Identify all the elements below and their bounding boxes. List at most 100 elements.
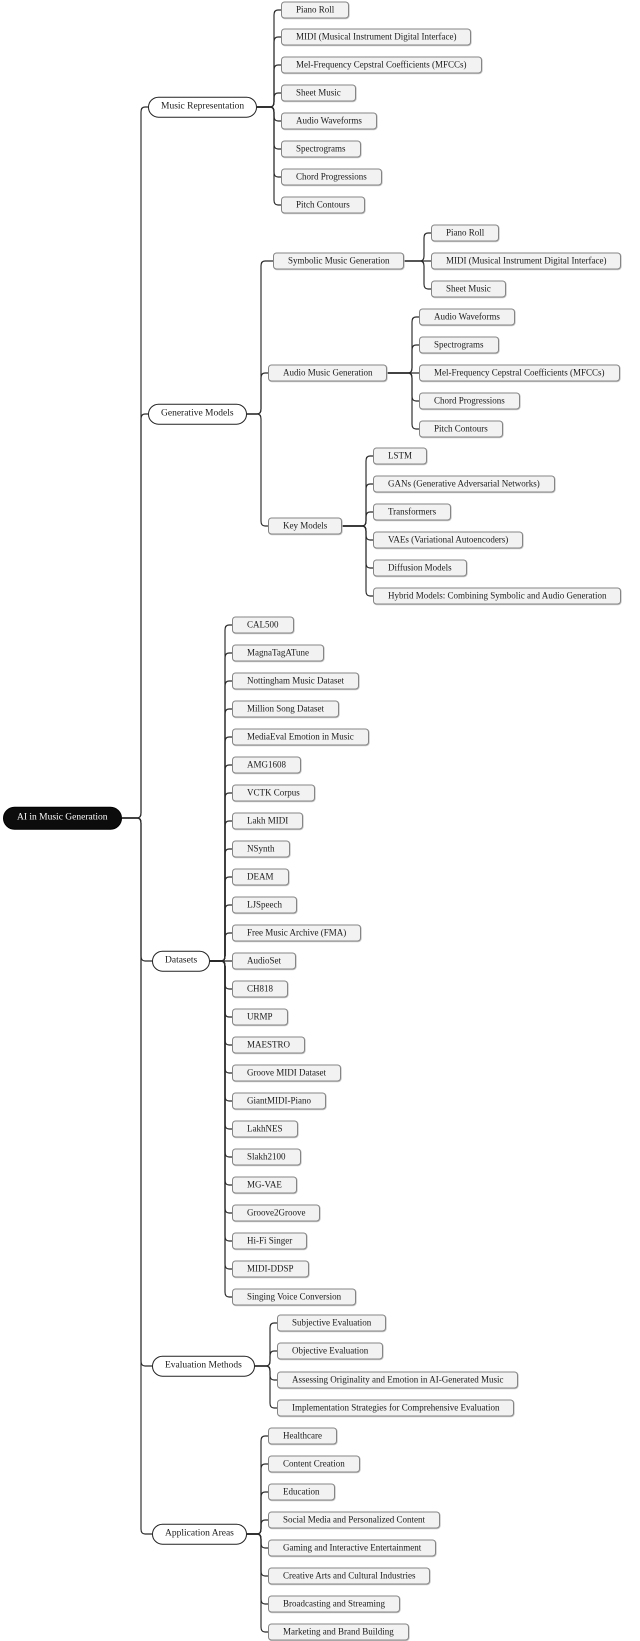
node-gaming-and-interactive-entertainment: Gaming and Interactive Entertainment <box>268 1539 437 1557</box>
connector-evaluation-methods--objective-evaluation <box>255 1350 277 1367</box>
connector-audio-music-generation--spectrograms <box>387 344 419 374</box>
node-midi-musical-instrument-digital-interface: MIDI (Musical Instrument Digital Interfa… <box>281 28 472 46</box>
connector-datasets--maestro <box>210 960 232 1046</box>
connector-datasets--free-music-archive-fma <box>210 932 232 962</box>
connector-music-representation--audio-waveforms <box>257 106 281 122</box>
node-amg1608: AMG1608 <box>232 756 302 774</box>
connector-datasets--million-song-dataset <box>210 708 232 962</box>
node-free-music-archive-fma: Free Music Archive (FMA) <box>232 924 362 942</box>
node-deam: DEAM <box>232 868 289 886</box>
node-vctk-corpus: VCTK Corpus <box>232 784 315 802</box>
node-audio-waveforms: Audio Waveforms <box>419 308 515 326</box>
node-groove-midi-dataset: Groove MIDI Dataset <box>232 1064 341 1082</box>
node-sheet-music: Sheet Music <box>281 84 356 102</box>
node-audio-waveforms: Audio Waveforms <box>281 112 377 130</box>
node-ai-in-music-generation: AI in Music Generation <box>3 806 122 830</box>
connector-key-models--diffusion-models <box>342 525 373 569</box>
node-chord-progressions: Chord Progressions <box>419 392 520 410</box>
node-slakh2100: Slakh2100 <box>232 1148 301 1166</box>
node-social-media-and-personalized-content: Social Media and Personalized Content <box>268 1511 440 1529</box>
connector-key-models--transformers <box>342 511 373 527</box>
node-million-song-dataset: Million Song Dataset <box>232 700 339 718</box>
connector-datasets--midi-ddsp <box>210 960 232 1270</box>
node-generative-models: Generative Models <box>148 403 247 425</box>
connector-ai-in-music-generation--datasets <box>122 817 152 962</box>
node-creative-arts-and-cultural-industries: Creative Arts and Cultural Industries <box>268 1567 431 1585</box>
connector-application-areas--healthcare <box>247 1435 268 1535</box>
node-ljspeech: LJSpeech <box>232 896 297 914</box>
connector-music-representation--mel-frequency-cepstral-coefficients-mfccs <box>257 64 281 108</box>
node-healthcare: Healthcare <box>268 1427 337 1445</box>
connector-datasets--slakh2100 <box>210 960 232 1158</box>
node-ch818: CH818 <box>232 980 289 998</box>
node-spectrograms: Spectrograms <box>419 336 499 354</box>
node-key-models: Key Models <box>268 517 343 535</box>
node-mediaeval-emotion-in-music: MediaEval Emotion in Music <box>232 728 369 746</box>
node-urmp: URMP <box>232 1008 288 1026</box>
connector-symbolic-music-generation--piano-roll <box>404 232 431 262</box>
node-gans-generative-adversarial-networks: GANs (Generative Adversarial Networks) <box>373 475 555 493</box>
node-content-creation: Content Creation <box>268 1455 360 1473</box>
node-vaes-variational-autoencoders: VAEs (Variational Autoencoders) <box>373 531 524 549</box>
node-maestro: MAESTRO <box>232 1036 306 1054</box>
node-audio-music-generation: Audio Music Generation <box>268 364 388 382</box>
connector-datasets--deam <box>210 876 232 962</box>
connector-datasets--groove2groove <box>210 960 232 1214</box>
connector-generative-models--audio-music-generation <box>247 372 268 415</box>
connector-music-representation--sheet-music <box>257 92 281 108</box>
connector-application-areas--content-creation <box>247 1463 268 1535</box>
node-evaluation-methods: Evaluation Methods <box>152 1355 255 1377</box>
connector-application-areas--gaming-and-interactive-entertainment <box>247 1533 268 1549</box>
connector-symbolic-music-generation--sheet-music <box>404 260 431 290</box>
connector-evaluation-methods--implementation-strategies-for-comprehensive-evaluation <box>255 1365 277 1409</box>
node-lakh-midi: Lakh MIDI <box>232 812 304 830</box>
node-transformers: Transformers <box>373 503 452 521</box>
connector-ai-in-music-generation--evaluation-methods <box>122 817 152 1367</box>
connector-datasets--ch818 <box>210 960 232 990</box>
connector-key-models--hybrid-models-combining-symbolic-and-audio-generation <box>342 525 373 597</box>
node-mel-frequency-cepstral-coefficients-mfccs: Mel-Frequency Cepstral Coefficients (MFC… <box>419 364 620 382</box>
node-magnatagatune: MagnaTagATune <box>232 644 325 662</box>
connector-key-models--lstm <box>342 455 373 527</box>
node-chord-progressions: Chord Progressions <box>281 168 382 186</box>
node-audioset: AudioSet <box>232 952 297 970</box>
node-lakhnes: LakhNES <box>232 1120 298 1138</box>
node-midi-ddsp: MIDI-DDSP <box>232 1260 309 1278</box>
node-music-representation: Music Representation <box>148 96 258 118</box>
node-hi-fi-singer: Hi-Fi Singer <box>232 1232 308 1250</box>
connector-datasets--lakh-midi <box>210 820 232 962</box>
node-pitch-contours: Pitch Contours <box>419 420 503 438</box>
connector-application-areas--education <box>247 1491 268 1535</box>
connector-datasets--singing-voice-conversion <box>210 960 232 1298</box>
node-mg-vae: MG-VAE <box>232 1176 297 1194</box>
node-cal500: CAL500 <box>232 616 294 634</box>
node-diffusion-models: Diffusion Models <box>373 559 467 577</box>
node-application-areas: Application Areas <box>152 1523 247 1545</box>
connector-key-models--gans-generative-adversarial-networks <box>342 483 373 527</box>
node-singing-voice-conversion: Singing Voice Conversion <box>232 1288 357 1306</box>
node-hybrid-models-combining-symbolic-and-audio-generation: Hybrid Models: Combining Symbolic and Au… <box>373 587 622 605</box>
node-sheet-music: Sheet Music <box>431 280 506 298</box>
connector-ai-in-music-generation--music-representation <box>122 106 148 819</box>
node-subjective-evaluation: Subjective Evaluation <box>277 1314 387 1332</box>
node-assessing-originality-and-emotion-in-ai-generated-music: Assessing Originality and Emotion in AI-… <box>277 1371 519 1389</box>
connector-music-representation--spectrograms <box>257 106 281 150</box>
node-mel-frequency-cepstral-coefficients-mfccs: Mel-Frequency Cepstral Coefficients (MFC… <box>281 56 482 74</box>
connector-music-representation--pitch-contours <box>257 106 281 206</box>
connector-application-areas--social-media-and-personalized-content <box>247 1519 268 1535</box>
connector-generative-models--key-models <box>247 413 268 527</box>
connector-application-areas--creative-arts-and-cultural-industries <box>247 1533 268 1577</box>
node-pitch-contours: Pitch Contours <box>281 196 365 214</box>
node-symbolic-music-generation: Symbolic Music Generation <box>273 252 405 270</box>
connector-music-representation--midi-musical-instrument-digital-interface <box>257 36 281 108</box>
connector-application-areas--broadcasting-and-streaming <box>247 1533 268 1605</box>
node-objective-evaluation: Objective Evaluation <box>277 1342 384 1360</box>
node-spectrograms: Spectrograms <box>281 140 361 158</box>
connector-datasets--giantmidi-piano <box>210 960 232 1102</box>
connector-key-models--vaes-variational-autoencoders <box>342 525 373 541</box>
connector-music-representation--chord-progressions <box>257 106 281 178</box>
node-piano-roll: Piano Roll <box>281 1 350 19</box>
node-groove2groove: Groove2Groove <box>232 1204 321 1222</box>
node-lstm: LSTM <box>373 447 428 465</box>
